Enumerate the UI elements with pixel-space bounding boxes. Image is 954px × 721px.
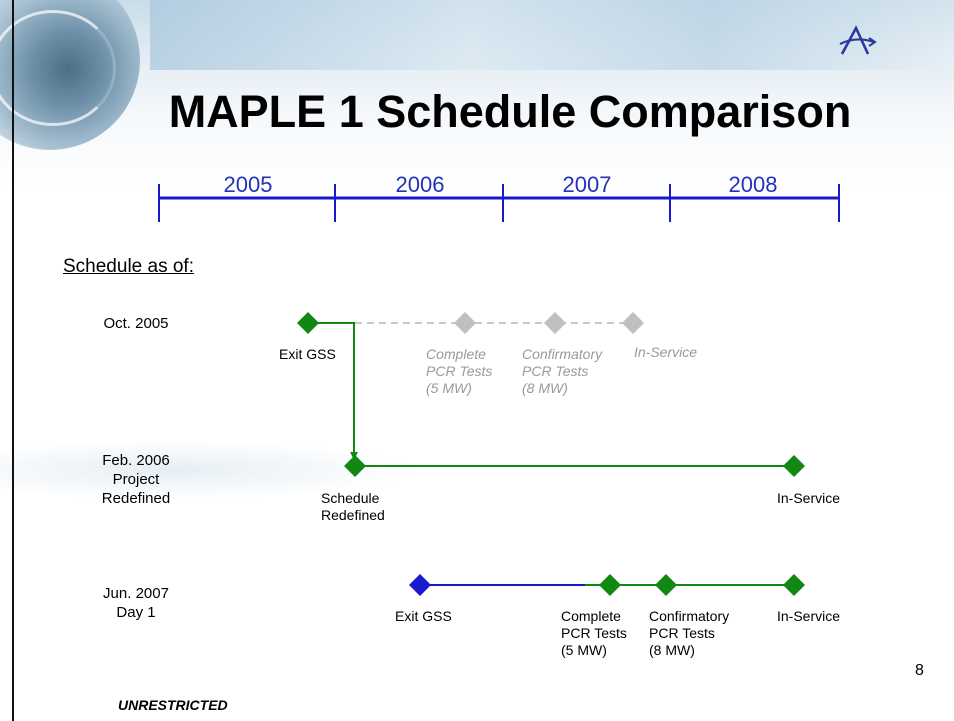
milestone-label: Confirmatory PCR Tests (8 MW) [522, 346, 603, 396]
milestone-label: Complete PCR Tests (5 MW) [426, 346, 493, 396]
year-timeline-axis [158, 184, 840, 222]
milestone-diamond [655, 574, 677, 596]
company-logo-icon [839, 25, 877, 55]
slip-connector-arrow [317, 322, 355, 458]
row-label-jun-2007: Jun. 2007 Day 1 [103, 585, 169, 621]
page-title: MAPLE 1 Schedule Comparison [168, 86, 852, 137]
milestone-label: Exit GSS [279, 346, 336, 362]
page-number: 8 [915, 662, 924, 679]
milestone-label: In-Service [777, 490, 841, 506]
row-jun-2007 [409, 574, 805, 596]
milestone-diamond [783, 574, 805, 596]
milestone-diamond [297, 312, 319, 334]
milestone-diamond [544, 312, 566, 334]
milestone-diamond [599, 574, 621, 596]
header-band [150, 0, 954, 70]
row-label-oct-2005: Oct. 2005 [103, 315, 169, 332]
milestone-label: Confirmatory PCR Tests (8 MW) [649, 608, 730, 658]
classification-footer: UNRESTRICTED [118, 697, 228, 713]
milestone-label: In-Service [634, 344, 698, 360]
milestone-diamond [344, 455, 366, 477]
row-oct-2005 [297, 312, 644, 460]
year-label-2005: 2005 [223, 172, 273, 197]
milestone-diamond [409, 574, 431, 596]
milestone-label: Schedule Redefined [321, 490, 385, 523]
milestone-diamond [783, 455, 805, 477]
year-label-2008: 2008 [728, 172, 778, 197]
milestone-diamond [622, 312, 644, 334]
left-border-line [12, 0, 14, 721]
milestone-diamond [454, 312, 476, 334]
row-label-feb-2006: Feb. 2006 Project Redefined [101, 452, 171, 507]
globe-ring-graphic [0, 10, 116, 126]
milestone-label: Exit GSS [395, 608, 452, 624]
milestone-label: Complete PCR Tests (5 MW) [561, 608, 627, 658]
year-label-2006: 2006 [395, 172, 445, 197]
milestone-label: In-Service [777, 608, 841, 624]
row-feb-2006 [344, 455, 805, 477]
year-label-2007: 2007 [562, 172, 612, 197]
schedule-as-of-heading: Schedule as of: [63, 256, 194, 277]
